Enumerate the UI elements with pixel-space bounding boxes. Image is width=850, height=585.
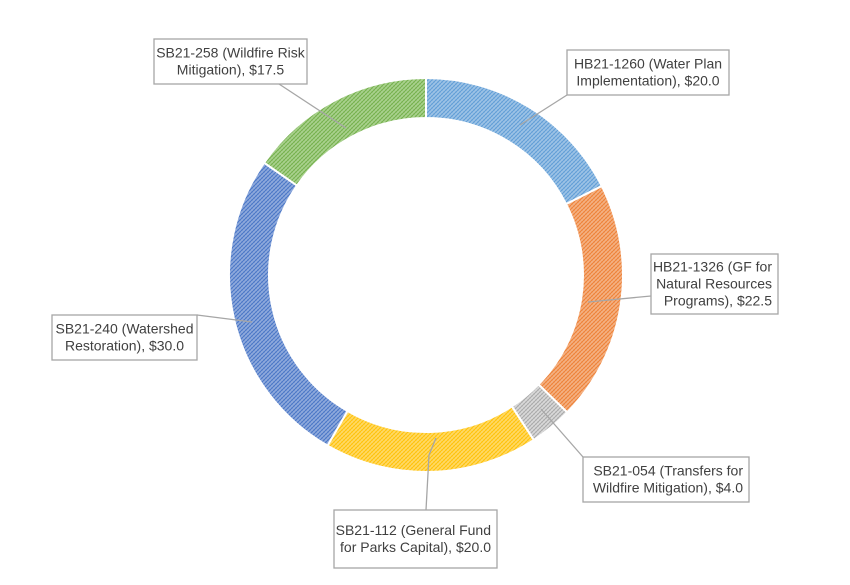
data-label-text: Natural Resources	[656, 276, 772, 292]
leader-line-6	[278, 83, 347, 129]
data-label-text: Programs), $22.5	[664, 293, 772, 309]
data-label-text: Mitigation), $17.5	[177, 62, 285, 78]
data-label-text: Implementation), $20.0	[576, 73, 719, 89]
donut-slice-6	[262, 76, 427, 187]
data-label-box	[566, 49, 730, 96]
data-label-text: SB21-054 (Transfers for	[593, 463, 743, 479]
data-label-box	[582, 456, 750, 503]
data-label-text: for Parks Capital), $20.0	[340, 539, 491, 555]
data-label-text: HB21-1260 (Water Plan	[574, 56, 722, 72]
data-label-box	[333, 509, 498, 569]
leader-lines-layer	[196, 83, 652, 511]
donut-slice-2	[537, 184, 624, 414]
leader-line-1	[519, 94, 568, 126]
data-label-text: SB21-240 (Watershed	[56, 321, 194, 337]
leader-line-2	[587, 295, 652, 303]
donut-slice-1	[425, 76, 604, 206]
leader-line-3	[540, 408, 584, 458]
data-label-text: Wildfire Mitigation), $4.0	[593, 480, 743, 496]
data-label-box	[650, 253, 779, 315]
data-label-text: Restoration), $30.0	[65, 338, 184, 354]
leader-line-4	[425, 437, 437, 511]
slices-layer	[228, 76, 624, 473]
data-label-text: SB21-112 (General Fund	[336, 522, 491, 538]
leader-line-5	[196, 314, 253, 323]
data-label-box	[153, 38, 308, 85]
data-label-text: SB21-258 (Wildfire Risk	[156, 45, 306, 61]
data-label-text: HB21-1326 (GF for	[653, 259, 772, 275]
data-label-box	[51, 314, 198, 361]
donut-slice-4	[326, 405, 536, 473]
donut-slice-5	[228, 161, 349, 447]
